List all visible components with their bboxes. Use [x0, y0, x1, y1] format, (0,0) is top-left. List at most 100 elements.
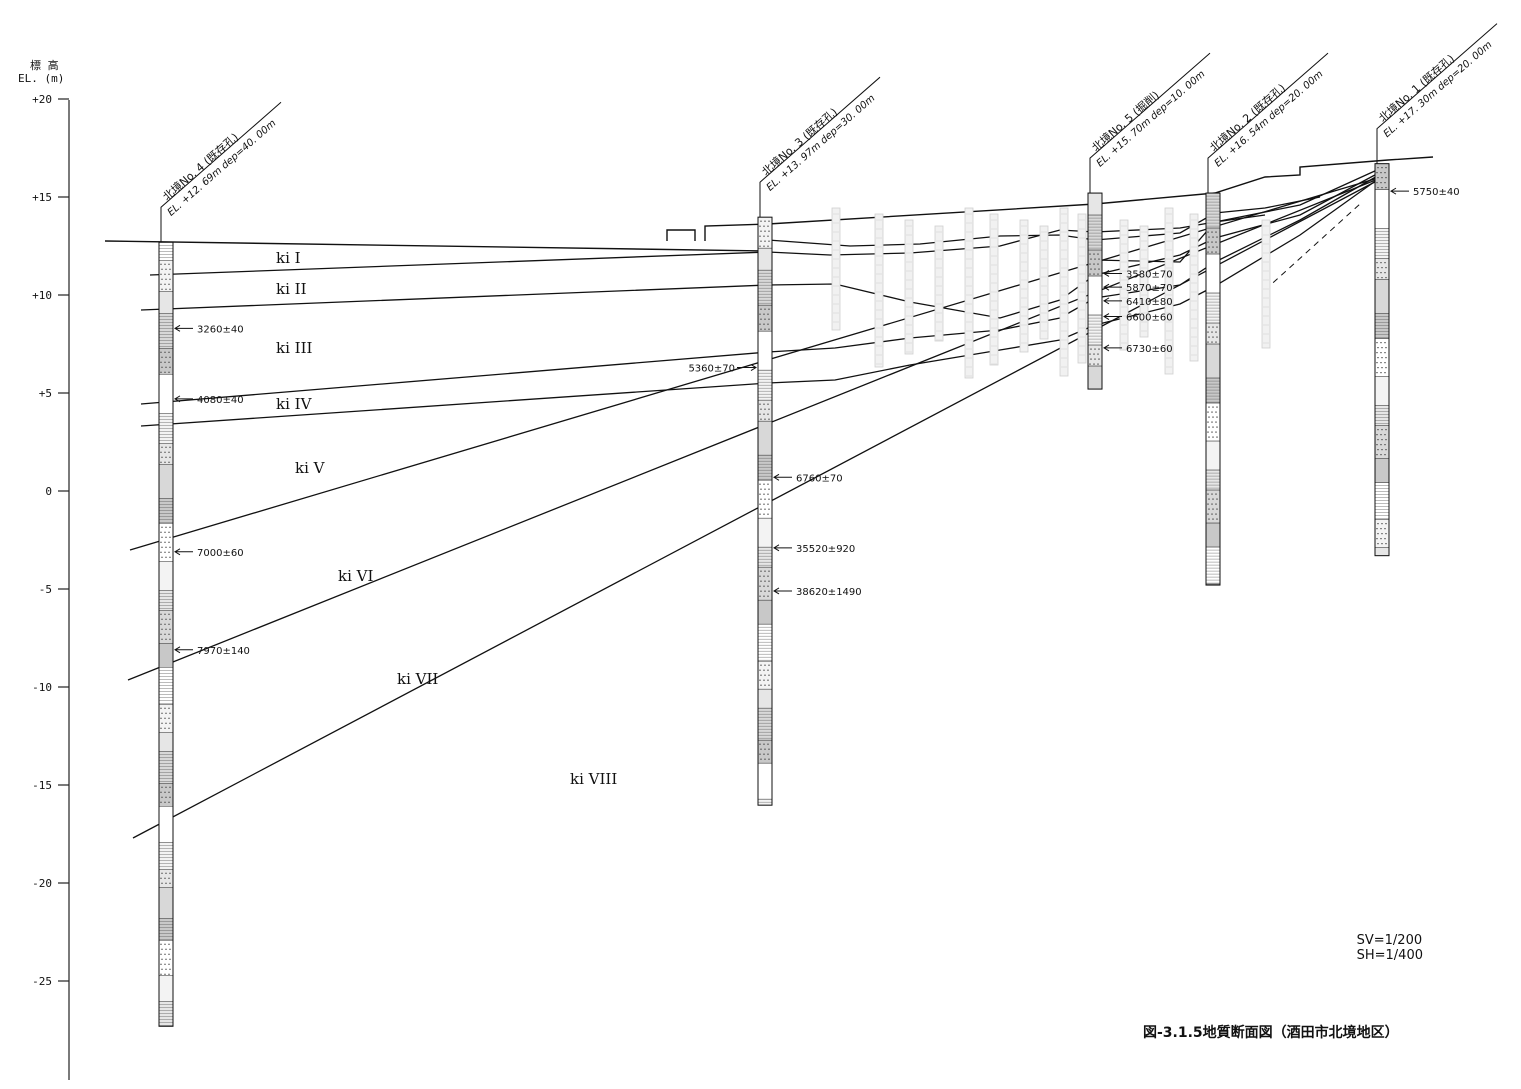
borehole-segment — [1087, 275, 1103, 316]
borehole-outline — [1205, 192, 1221, 586]
borehole-dot — [760, 758, 762, 760]
borehole-dot — [1385, 186, 1387, 189]
borehole-dot — [767, 225, 769, 227]
borehole-dot — [768, 308, 770, 310]
borehole-dot — [1216, 406, 1218, 408]
axis-tick-label: +10 — [32, 289, 52, 302]
date-marker: 5360±70 — [688, 364, 757, 375]
borehole-dot — [164, 541, 166, 543]
background-column — [1261, 219, 1271, 349]
borehole-dot — [164, 461, 166, 463]
borehole-dot — [1215, 251, 1217, 253]
borehole-dot — [764, 748, 766, 750]
borehole-dot — [169, 278, 171, 280]
borehole-dot — [1208, 406, 1210, 408]
borehole-dot — [760, 684, 762, 686]
borehole-dot — [1385, 356, 1387, 359]
borehole-dot — [760, 664, 762, 666]
borehole-dot — [1090, 258, 1092, 260]
borehole-dot — [763, 753, 765, 755]
borehole-dot — [164, 283, 166, 285]
borehole-dot — [1208, 426, 1210, 428]
borehole-dot — [160, 461, 162, 463]
borehole-dot — [164, 727, 166, 729]
date-arrow — [1103, 297, 1122, 305]
borehole-dot — [164, 551, 166, 553]
borehole-no3: 北境No. 3 (既存孔)EL. +13. 97m dep=30. 00m — [757, 76, 881, 806]
borehole-dot — [1098, 358, 1100, 360]
borehole-dot — [1381, 166, 1383, 169]
borehole-dot — [768, 318, 770, 320]
borehole-dot — [1097, 253, 1099, 255]
borehole-dot — [161, 882, 163, 884]
axis-header-label: 標 高 — [30, 59, 59, 72]
borehole-dot — [759, 313, 761, 315]
borehole-dot — [763, 483, 765, 485]
borehole-dot — [1376, 433, 1378, 436]
borehole-dot — [161, 356, 163, 358]
borehole-dot — [160, 551, 162, 553]
borehole-dot — [1377, 532, 1379, 535]
borehole-dot — [1381, 522, 1383, 525]
borehole-dot — [763, 575, 765, 577]
borehole-dot — [160, 877, 162, 879]
background-column — [1164, 207, 1174, 375]
borehole-segment — [1087, 192, 1103, 216]
borehole-dot — [1212, 246, 1214, 248]
borehole-dot — [165, 638, 167, 640]
borehole-dot — [763, 235, 765, 237]
borehole-dot — [1097, 353, 1099, 355]
borehole-dot — [165, 366, 167, 368]
axis-tick-label: 0 — [45, 485, 52, 498]
borehole-dot — [768, 488, 770, 490]
borehole-dot — [161, 638, 163, 640]
borehole-dot — [1376, 181, 1378, 184]
borehole-segment — [757, 517, 773, 548]
borehole-dot — [160, 727, 162, 729]
borehole-dot — [169, 546, 171, 548]
borehole-dot — [169, 556, 171, 558]
borehole-dot — [1207, 513, 1209, 515]
date-marker: 7000±60 — [174, 548, 244, 559]
borehole-dot — [759, 503, 761, 505]
axis-unit-label: EL. (m) — [18, 72, 65, 85]
radiocarbon-dates: 3260±404080±407000±607970±1405360±706760… — [174, 187, 1460, 657]
borehole-dot — [169, 968, 171, 970]
date-marker: 5870±70 — [1103, 283, 1173, 294]
date-arrow — [174, 548, 193, 556]
ground-surface — [104, 156, 1434, 252]
borehole-dot — [764, 580, 766, 582]
borehole-dot — [763, 313, 765, 315]
borehole-dot — [169, 638, 171, 640]
borehole-segment — [757, 420, 773, 456]
borehole-dot — [1208, 416, 1210, 418]
borehole-dot — [768, 508, 770, 510]
borehole-dot — [760, 318, 762, 320]
borehole-outline — [757, 216, 773, 806]
borehole-dot — [1089, 273, 1091, 275]
figure-caption: 図-3.1.5地質断面図（酒田市北境地区） — [1143, 1025, 1399, 1041]
borehole-dot — [1215, 503, 1217, 505]
borehole-dot — [763, 503, 765, 505]
borehole-info: EL. +15. 70m dep=10. 00m — [1095, 69, 1208, 170]
borehole-dot — [169, 712, 171, 714]
borehole-dot — [1381, 448, 1383, 451]
borehole-segment — [1374, 279, 1390, 314]
date-marker: 7970±140 — [174, 646, 250, 657]
borehole-dot — [160, 541, 162, 543]
borehole-dot — [1376, 261, 1378, 264]
borehole-dot — [1208, 436, 1210, 438]
date-label: 6760±70 — [796, 473, 843, 484]
date-arrow — [773, 473, 792, 481]
borehole-dot — [165, 968, 167, 970]
borehole-dot — [165, 546, 167, 548]
borehole-dot — [1381, 532, 1383, 535]
borehole-segment — [158, 374, 174, 414]
borehole-dot — [768, 408, 770, 410]
borehole-dot — [1216, 518, 1218, 520]
borehole-dot — [1380, 361, 1382, 364]
borehole-dot — [165, 786, 167, 788]
axis-tick-label: +5 — [39, 387, 52, 400]
borehole-segment — [757, 247, 773, 271]
borehole-dot — [1097, 273, 1099, 275]
